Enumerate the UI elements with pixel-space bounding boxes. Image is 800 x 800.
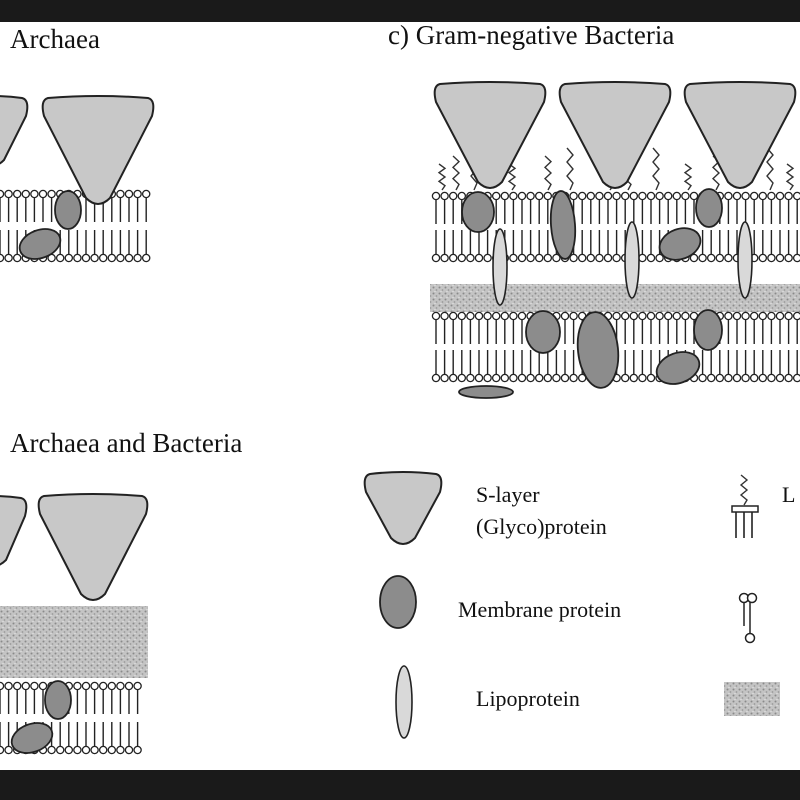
legend-slayer-label: S-layer (476, 482, 540, 507)
legend-membrane-protein-label: Membrane protein (458, 597, 622, 622)
panel-c-lps-chain (543, 155, 553, 191)
panel-b-slayer-2 (37, 493, 149, 601)
panel-c-inner-membrane-protein-1 (525, 310, 561, 354)
panel-c-slayer-3 (683, 81, 797, 189)
panel-c-outer-membrane-protein-3 (695, 188, 723, 228)
panel-b-slayer-1 (0, 495, 28, 566)
panel-c-lps-chain (451, 155, 461, 191)
panel-a-membrane (0, 189, 151, 263)
panel-c-title: c) Gram-negative Bacteria (388, 22, 675, 50)
panel-b-membrane-protein-2 (10, 722, 54, 754)
panel-b-title: Archaea and Bacteria (10, 428, 243, 458)
panel-a-title: Archaea (10, 24, 100, 54)
panel-c-slayer-2 (558, 81, 672, 189)
legend-lps-label-truncated: L (782, 482, 796, 507)
panel-c-outer-membrane-protein-4 (658, 227, 702, 261)
panel-c-lps-chain (683, 163, 693, 191)
figure-canvas: Archaea c) Gram-negative Bacteria Archae… (0, 22, 800, 770)
legend-peptidoglycan-icon (724, 682, 780, 716)
panel-b-peptidoglycan (0, 606, 148, 678)
legend-phospholipid-icon (738, 592, 758, 644)
panel-c-lps-chain (785, 163, 795, 191)
panel-c-lipoprotein-1 (492, 228, 508, 306)
panel-c-lps-chain (507, 163, 517, 191)
legend-lps-icon (731, 474, 759, 538)
panel-a-slayer-1 (0, 95, 29, 165)
panel-c-outer-membrane-protein-2 (549, 190, 577, 260)
panel-c-inner-membrane-protein-4 (655, 351, 701, 385)
panel-a-membrane-protein-1 (54, 190, 82, 230)
legend-lipoprotein-label: Lipoprotein (476, 686, 580, 711)
panel-c-outer-membrane-protein-1 (461, 191, 495, 233)
panel-c-peripheral-protein (458, 385, 514, 399)
panel-a-membrane-protein-2 (18, 228, 62, 260)
legend-glycoprotein-label: (Glyco)protein (476, 514, 607, 539)
cell-envelope-diagram (0, 81, 800, 755)
legend-slayer-icon (363, 471, 443, 545)
panel-c-lps-chain (766, 147, 774, 191)
panel-b-membrane-protein-1 (44, 680, 72, 720)
panel-c-lipoprotein-3 (737, 221, 753, 299)
legend-membrane-protein-icon (379, 575, 417, 629)
panel-a-slayer-2 (41, 95, 155, 205)
legend-lipoprotein-icon (395, 665, 413, 739)
panel-c-inner-membrane-protein-2 (576, 311, 620, 389)
panel-c-slayer-1 (433, 81, 547, 189)
panel-c-lps-chain (437, 163, 447, 191)
panel-c-peptidoglycan (430, 284, 800, 312)
panel-c-lps-chain (566, 147, 574, 191)
panel-c-lipoprotein-2 (624, 221, 640, 299)
panel-c-lps-chain (652, 147, 660, 191)
panel-c-inner-membrane-protein-3 (693, 309, 723, 351)
